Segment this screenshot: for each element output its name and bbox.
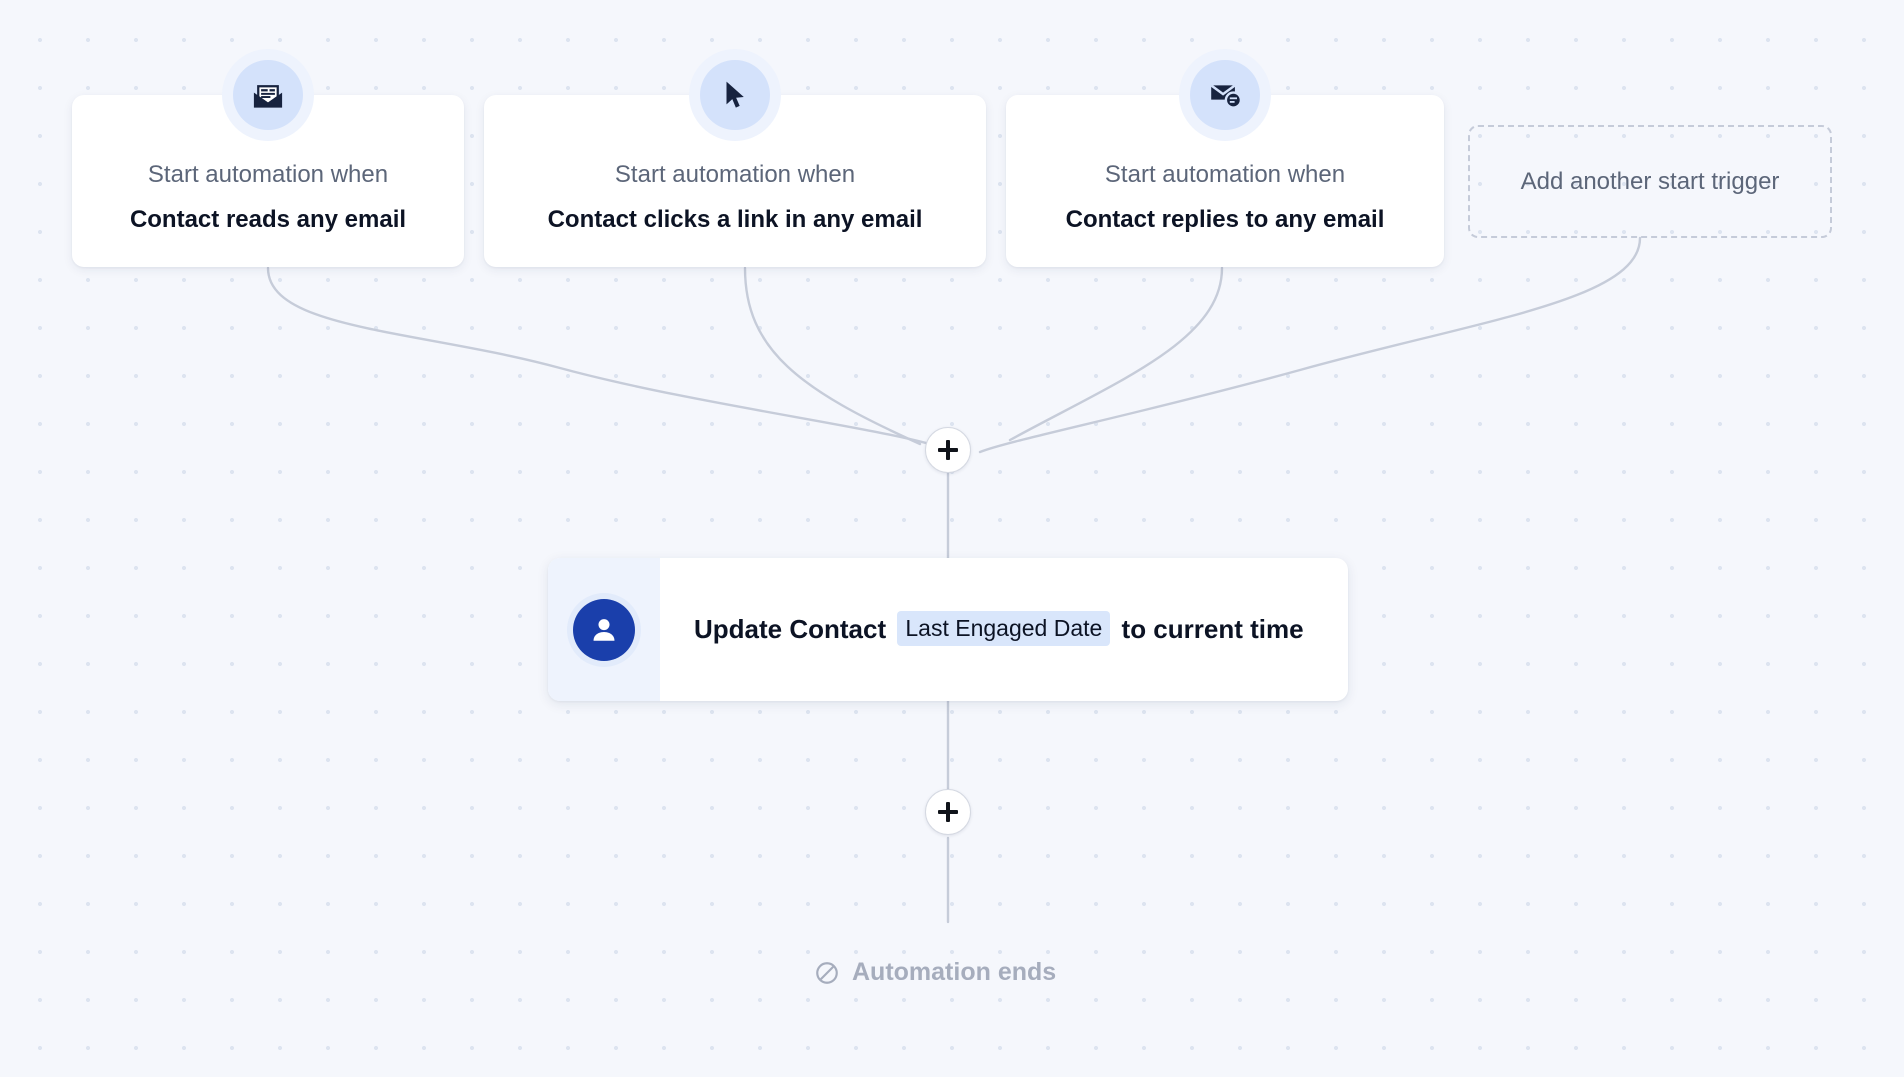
trigger-subtitle: Start automation when	[614, 161, 856, 189]
plus-icon	[946, 440, 950, 460]
add-step-after-action-button[interactable]	[925, 789, 971, 835]
trigger-icon-halo	[222, 49, 314, 141]
contact-person-icon	[573, 598, 635, 661]
action-text-after: to current time	[1121, 614, 1304, 645]
prohibited-circle-slash-icon	[814, 960, 840, 986]
action-text-before: Update Contact	[694, 614, 887, 645]
trigger-title: Contact reads any email	[129, 206, 407, 233]
action-description: Update Contact Last Engaged Date to curr…	[694, 609, 1304, 649]
automation-ends-label: Automation ends	[852, 958, 1057, 986]
automation-ends-footer: Automation ends	[814, 958, 1056, 987]
trigger-title: Contact replies to any email	[1065, 206, 1385, 233]
trigger-icon-halo	[1179, 49, 1271, 141]
add-trigger-label: Add another start trigger	[1520, 167, 1780, 195]
trigger-card-contact-clicks-link[interactable]: Start automation when Contact clicks a l…	[484, 49, 986, 267]
add-another-start-trigger-button[interactable]: Add another start trigger	[1468, 125, 1832, 238]
add-step-after-triggers-button[interactable]	[925, 427, 971, 473]
action-token-chip[interactable]: Last Engaged Date	[897, 611, 1111, 647]
avatar-halo	[567, 592, 641, 667]
trigger-card-contact-reads-email[interactable]: Start automation when Contact reads any …	[72, 49, 464, 267]
cursor-pointer-icon	[700, 60, 770, 130]
action-card-update-contact[interactable]: Update Contact Last Engaged Date to curr…	[548, 558, 1348, 701]
trigger-card-contact-replies-email[interactable]: Start automation when Contact replies to…	[1006, 49, 1444, 267]
action-icon-panel	[548, 558, 660, 701]
action-body: Update Contact Last Engaged Date to curr…	[660, 558, 1348, 701]
trigger-icon-halo	[689, 49, 781, 141]
trigger-title: Contact clicks a link in any email	[547, 206, 923, 233]
plus-icon	[946, 802, 950, 822]
trigger-subtitle: Start automation when	[1104, 161, 1346, 189]
trigger-subtitle: Start automation when	[147, 161, 389, 189]
envelope-reply-icon	[1190, 60, 1260, 130]
open-envelope-read-icon	[233, 60, 303, 130]
